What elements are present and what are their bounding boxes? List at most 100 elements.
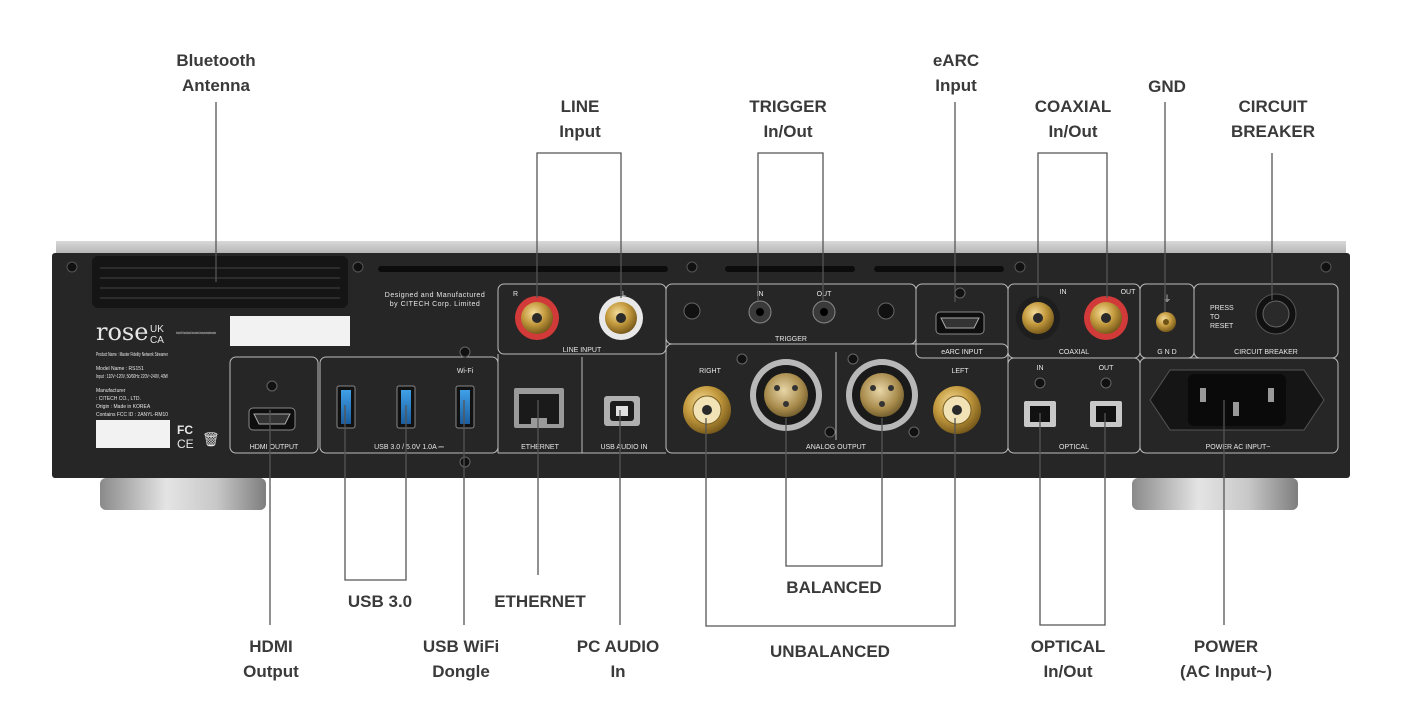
bluetooth-antenna (92, 256, 348, 308)
right-label: RIGHT (699, 368, 722, 375)
callout-circuit-breaker: CIRCUIT BREAKER (1231, 94, 1315, 144)
coax-in-label: IN (1060, 289, 1067, 296)
callout-earc: eARC Input (933, 48, 979, 98)
vent-slot (378, 266, 668, 272)
circuit-breaker-button[interactable] (1255, 293, 1297, 335)
leader-balanced (785, 418, 883, 567)
screw (736, 353, 748, 365)
ukca-mark: CA (150, 335, 164, 346)
leader-unbalanced (705, 418, 956, 627)
screw (683, 302, 701, 320)
hdmi-output-label: HDMI OUTPUT (250, 444, 299, 451)
ethernet-port[interactable] (514, 388, 564, 428)
callout-line: In/Out (763, 122, 813, 141)
callout-line: In/Out (1043, 662, 1093, 681)
hdmi-output-port[interactable] (248, 407, 296, 431)
gnd-terminal[interactable] (1156, 312, 1176, 332)
callout-line: UNBALANCED (770, 642, 890, 661)
designed-text: Designed and Manufactured (385, 292, 485, 299)
line-r-label: R (513, 291, 518, 298)
ethernet-label: ETHERNET (521, 444, 559, 451)
callout-gnd: GND (1148, 74, 1186, 99)
corner-screw (686, 261, 698, 273)
press-label: RESET (1210, 323, 1234, 330)
product-name: Product Name : Master Fidelity Network S… (96, 352, 168, 358)
origin: Origin : Made in KOREA (96, 404, 151, 410)
callout-line: HDMI (249, 637, 293, 656)
corner-screw (352, 261, 364, 273)
callout-line: BREAKER (1230, 122, 1316, 141)
manufacturer-label: Manufacturer (96, 388, 126, 394)
trigger-label: TRIGGER (775, 336, 807, 343)
manufacturer: : CITECH CO., LTD. (96, 396, 141, 402)
balanced-left-xlr[interactable] (846, 359, 918, 431)
fcc-statement: This device complies with part 15 of the… (176, 330, 216, 335)
barcode-label (96, 420, 170, 448)
line-input-l-jack[interactable] (599, 296, 643, 340)
callout-line: eARC (932, 51, 980, 70)
callout-line: In/Out (1048, 122, 1098, 141)
callout-line: ETHERNET (494, 592, 586, 611)
callout-line: BALANCED (786, 578, 882, 597)
usb-wifi-port[interactable] (455, 385, 475, 429)
press-label: PRESS (1210, 305, 1234, 312)
wifi-label: Wi-Fi (457, 368, 474, 375)
corner-screw (66, 261, 78, 273)
power-ac-inlet[interactable] (1149, 369, 1325, 431)
callout-bluetooth-antenna: Bluetooth Antenna (176, 48, 255, 98)
trigger-in-jack[interactable] (748, 300, 772, 324)
callout-line: CIRCUIT (1238, 97, 1308, 116)
top-cover (56, 241, 1346, 255)
circuit-breaker-label: CIRCUIT BREAKER (1234, 349, 1298, 356)
trigger-out-jack[interactable] (812, 300, 836, 324)
section-outlines (229, 283, 1339, 454)
screw (877, 302, 895, 320)
callout-line: In (610, 662, 626, 681)
callout-line: OPTICAL (1030, 637, 1106, 656)
callout-line: Dongle (432, 662, 490, 681)
balanced-right-xlr[interactable] (750, 359, 822, 431)
earc-input-label: eARC INPUT (941, 349, 983, 356)
coaxial-out-jack[interactable] (1084, 296, 1128, 340)
callout-ethernet: ETHERNET (494, 589, 586, 614)
callout-line: Bluetooth (176, 51, 256, 70)
callout-line: TRIGGER (749, 97, 827, 116)
leader-coaxial (1037, 152, 1108, 298)
ground-icon: ⏚ (1162, 294, 1171, 304)
screw (847, 353, 859, 365)
callout-line: LINE (560, 97, 600, 116)
callout-hdmi-output: HDMI Output (243, 634, 299, 684)
weee-icon: 🗑 (202, 431, 220, 447)
coaxial-in-jack[interactable] (1016, 296, 1060, 340)
unbalanced-right-jack[interactable] (683, 386, 731, 434)
earc-input-port[interactable] (935, 311, 985, 335)
leader-line-input (536, 152, 622, 298)
optical-out-label: OUT (1099, 365, 1115, 372)
usb-3-port[interactable] (336, 385, 356, 429)
left-foot (100, 478, 266, 510)
usb-audio-in-port[interactable] (604, 396, 640, 426)
gnd-label: G N D (1157, 349, 1176, 356)
line-l-label: L (622, 291, 626, 298)
screw (266, 380, 278, 392)
callout-line: PC AUDIO (576, 637, 660, 656)
ce-mark: CE (177, 437, 194, 451)
leader-usb3 (344, 405, 407, 581)
screw (824, 426, 836, 438)
callout-balanced: BALANCED (786, 575, 881, 600)
input-rating: Input : 110V~120V, 50/60Hz 220V~240V, 40… (96, 374, 168, 380)
leader-lines (215, 102, 1273, 627)
line-input-r-jack[interactable] (515, 296, 559, 340)
analog-output-label: ANALOG OUTPUT (806, 444, 867, 451)
usb-audio-label: USB AUDIO IN (600, 444, 647, 451)
coaxial-label: COAXIAL (1059, 349, 1089, 356)
screw (459, 456, 471, 468)
callout-line: GND (1148, 77, 1186, 96)
screw (459, 346, 471, 358)
corner-screw (1014, 261, 1026, 273)
screw (1034, 377, 1046, 389)
unbalanced-left-jack[interactable] (933, 386, 981, 434)
optical-in-label: IN (1037, 365, 1044, 372)
leader-trigger (757, 152, 824, 301)
optical-out-port[interactable] (1090, 401, 1122, 427)
